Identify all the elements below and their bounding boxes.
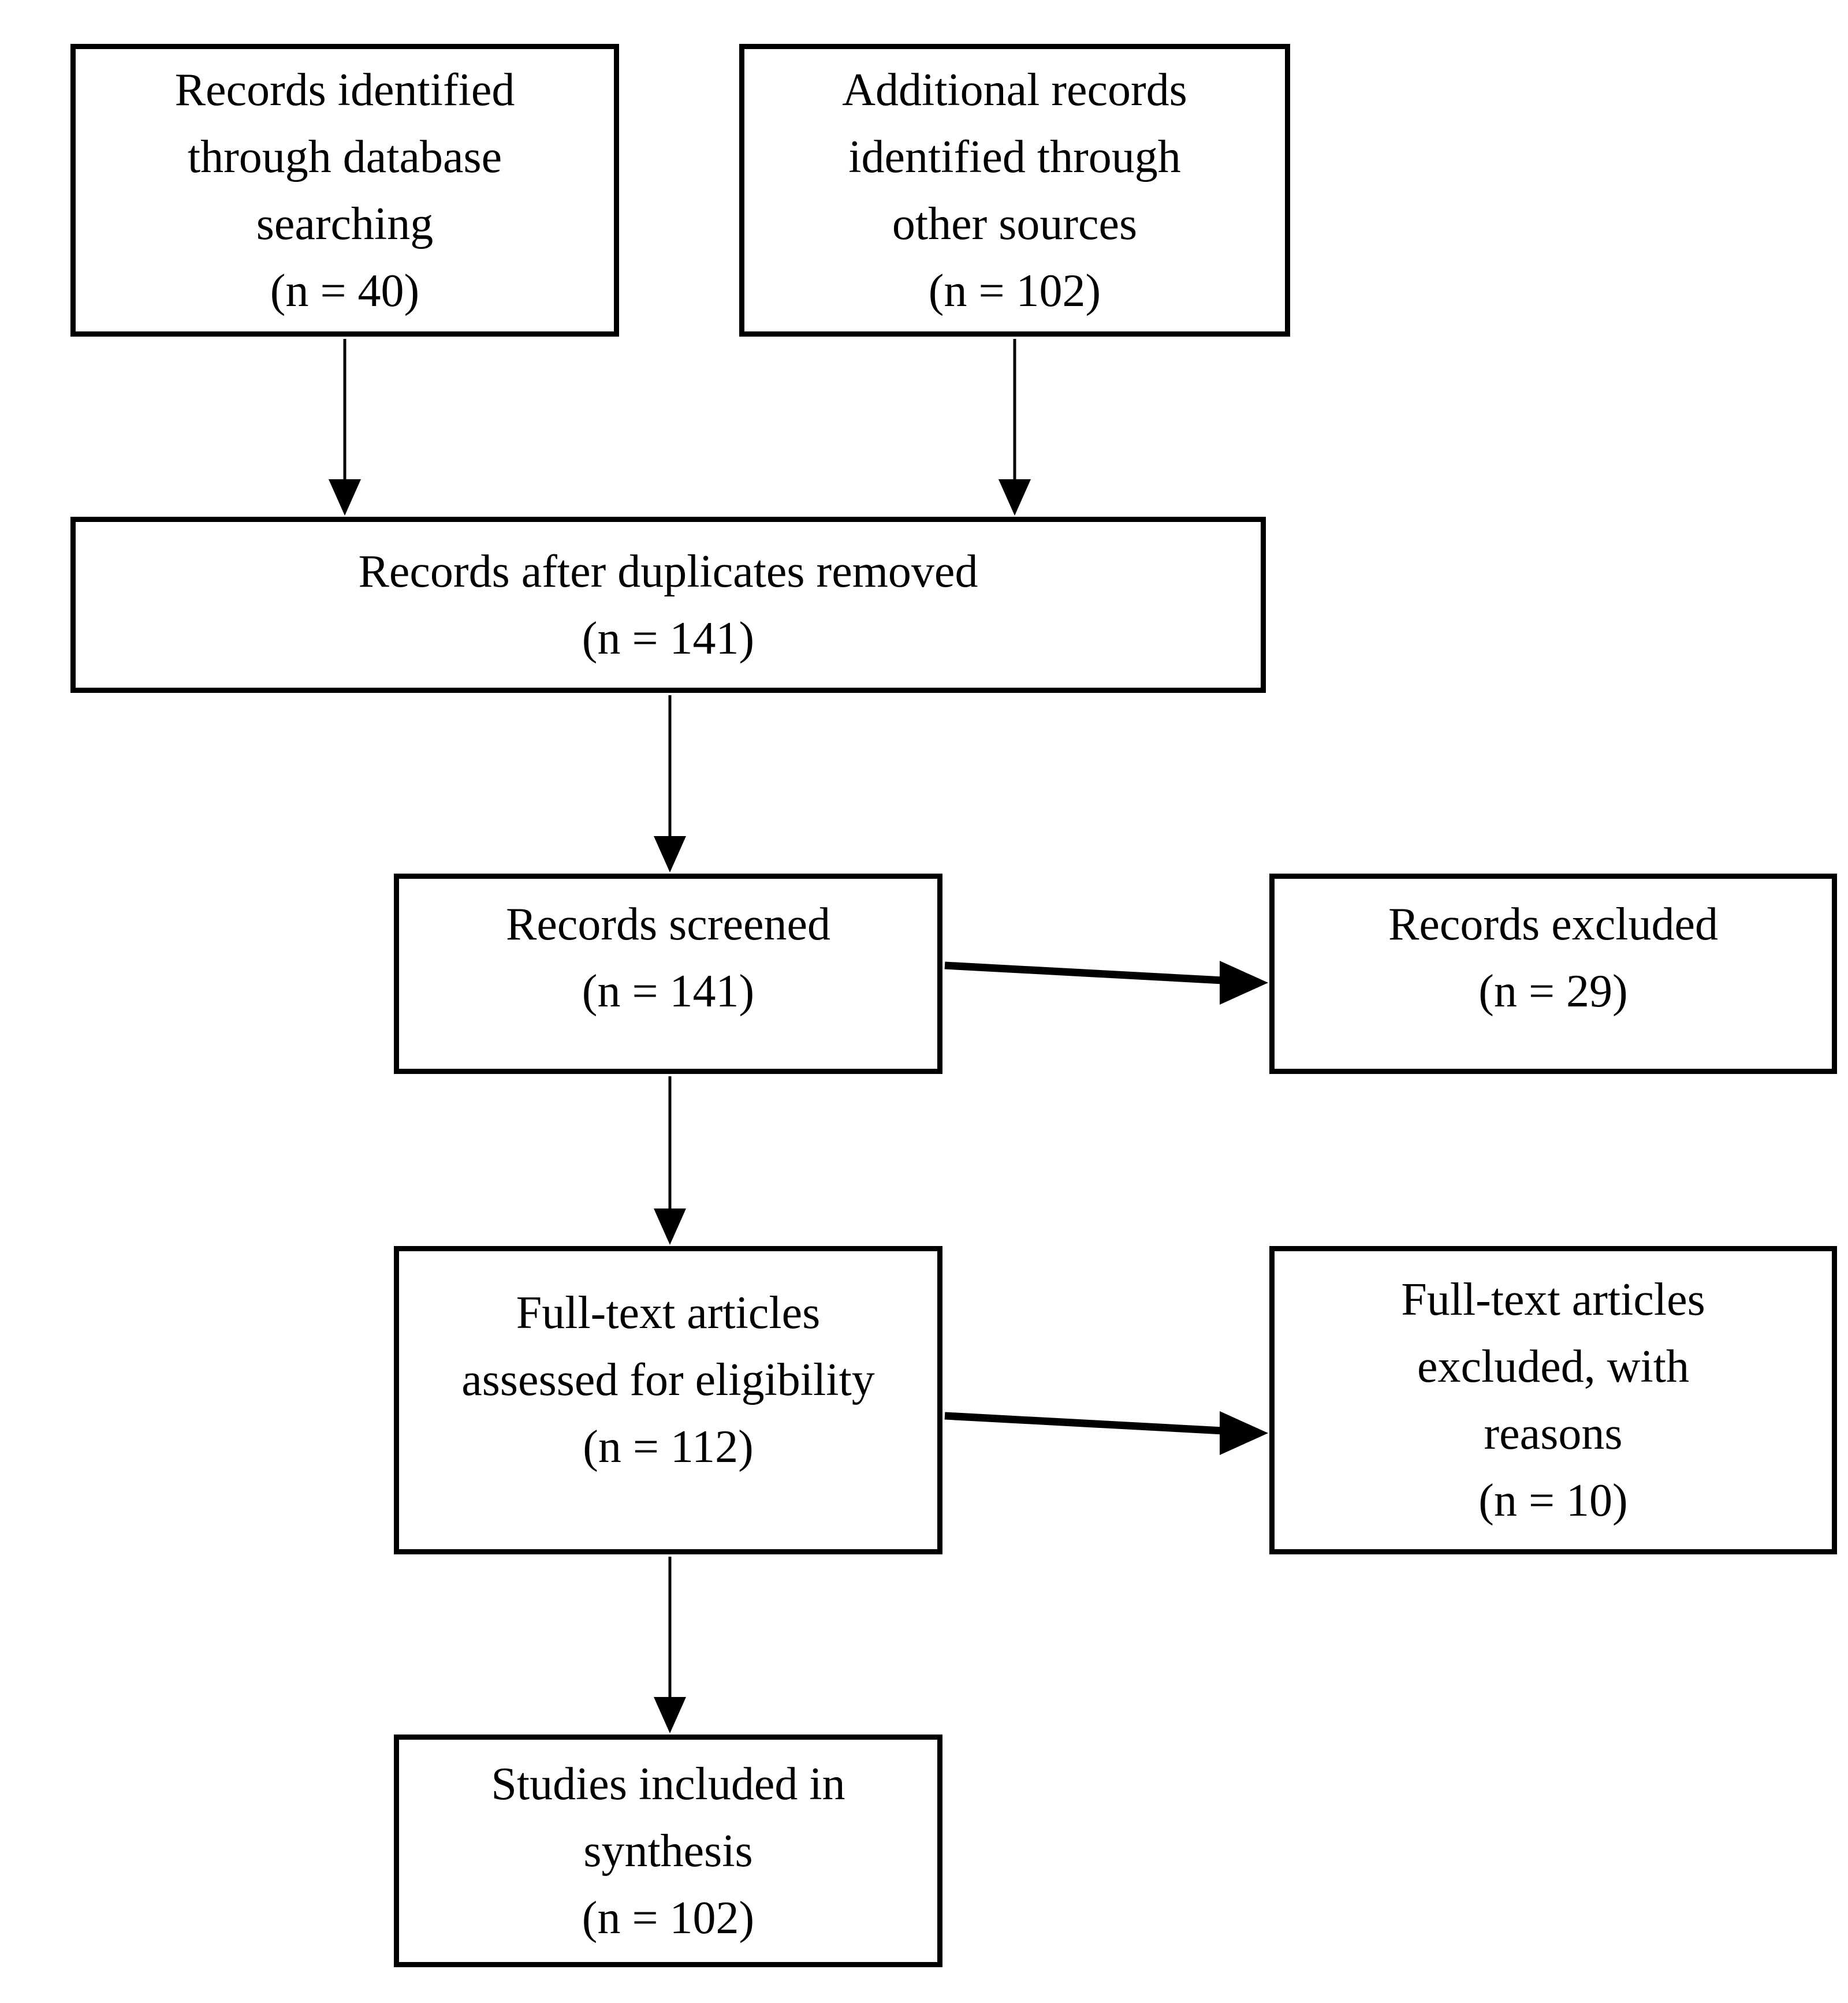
box-text-line: identified through <box>848 131 1181 182</box>
box-count-line: (n = 112) <box>583 1422 754 1472</box>
arrow-screened-to-fulltext <box>654 1076 686 1245</box>
box-records-after-duplicates: Records after duplicates removed (n = 14… <box>70 517 1266 693</box>
box-text-line: other sources <box>892 198 1138 249</box>
arrow-fulltext-to-included <box>654 1557 686 1733</box>
box-count-line: (n = 10) <box>1478 1475 1628 1526</box>
box-text-line: through database <box>187 131 502 182</box>
box-text-line: synthesis <box>583 1825 753 1877</box>
arrow-fulltext-to-ft-excluded <box>944 1411 1268 1455</box>
box-count-line: (n = 141) <box>582 613 755 664</box>
arrow-other-sources-to-duplicates <box>998 339 1031 516</box>
box-count-line: (n = 40) <box>270 265 420 316</box>
box-text-line: Records excluded <box>1388 899 1718 950</box>
box-studies-included: Studies included in synthesis (n = 102) <box>394 1735 942 1967</box>
box-text-line: Records identified <box>174 64 515 115</box>
arrow-screened-to-excluded <box>944 961 1268 1005</box>
box-fulltext-assessed: Full-text articles assessed for eligibil… <box>394 1246 942 1554</box>
box-count-line: (n = 102) <box>582 1892 755 1944</box>
box-records-identified-database: Records identified through database sear… <box>70 44 619 337</box>
box-text-line: Records screened <box>506 899 830 950</box>
box-records-screened: Records screened (n = 141) <box>394 874 942 1074</box>
box-text-line: searching <box>256 198 434 249</box>
box-text-line: Full-text articles <box>516 1288 821 1338</box>
box-additional-records: Additional records identified through ot… <box>739 44 1290 337</box>
box-text-line: Records after duplicates removed <box>358 546 978 597</box>
box-records-excluded: Records excluded (n = 29) <box>1269 874 1837 1074</box>
box-count-line: (n = 29) <box>1478 966 1628 1017</box>
arrow-database-to-duplicates <box>329 339 361 516</box>
box-text-line: excluded, with <box>1417 1341 1689 1392</box>
box-text-line: Studies included in <box>491 1758 845 1810</box>
box-fulltext-excluded: Full-text articles excluded, with reason… <box>1269 1246 1837 1554</box>
box-text-line: Full-text articles <box>1401 1274 1705 1325</box>
box-text-line: assessed for eligibility <box>461 1355 875 1405</box>
box-text-line: Additional records <box>842 64 1187 115</box>
arrow-duplicates-to-screened <box>654 695 686 872</box>
box-count-line: (n = 141) <box>582 966 755 1017</box>
box-text-line: reasons <box>1484 1408 1623 1459</box>
box-count-line: (n = 102) <box>928 265 1101 316</box>
